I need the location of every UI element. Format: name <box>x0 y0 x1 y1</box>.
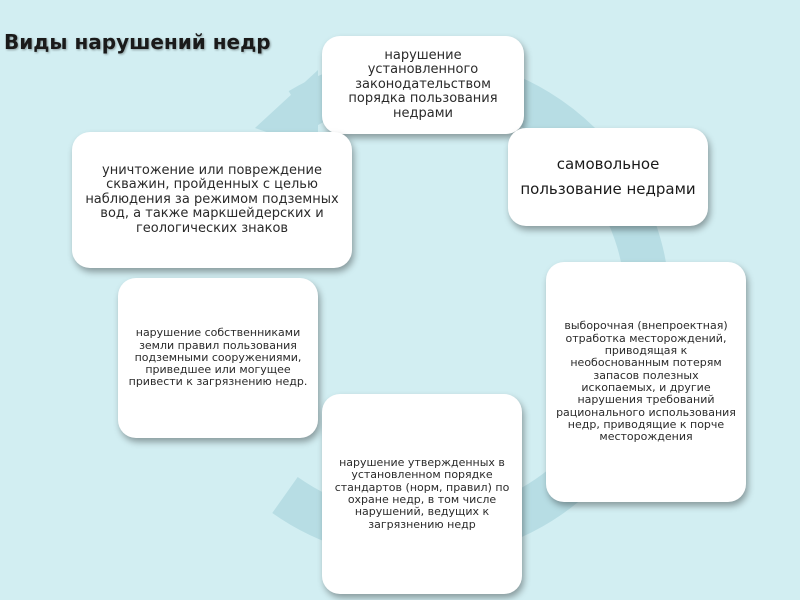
node-unauthorized-use-text: самовольное пользование недрами <box>520 154 696 199</box>
node-procedure-violation-text: нарушение установленного законодательств… <box>348 47 498 121</box>
node-well-destruction-text: уничтожение или повреждение скважин, про… <box>85 162 339 236</box>
node-standards-violation-text: нарушение утвержденных в установленном п… <box>334 456 510 531</box>
node-landowner-violation: нарушение собственниками земли правил по… <box>118 278 318 438</box>
node-selective-mining-text: выборочная (внепроектная) отработка мест… <box>556 319 736 444</box>
node-standards-violation: нарушение утвержденных в установленном п… <box>322 394 522 594</box>
page-title: Виды нарушений недр <box>4 30 271 54</box>
cycle-arrowhead <box>255 70 318 150</box>
node-unauthorized-use: самовольное пользование недрами <box>508 128 708 226</box>
node-well-destruction: уничтожение или повреждение скважин, про… <box>72 132 352 268</box>
node-landowner-violation-text: нарушение собственниками земли правил по… <box>128 326 308 389</box>
node-selective-mining: выборочная (внепроектная) отработка мест… <box>546 262 746 502</box>
node-procedure-violation: нарушение установленного законодательств… <box>322 36 524 134</box>
